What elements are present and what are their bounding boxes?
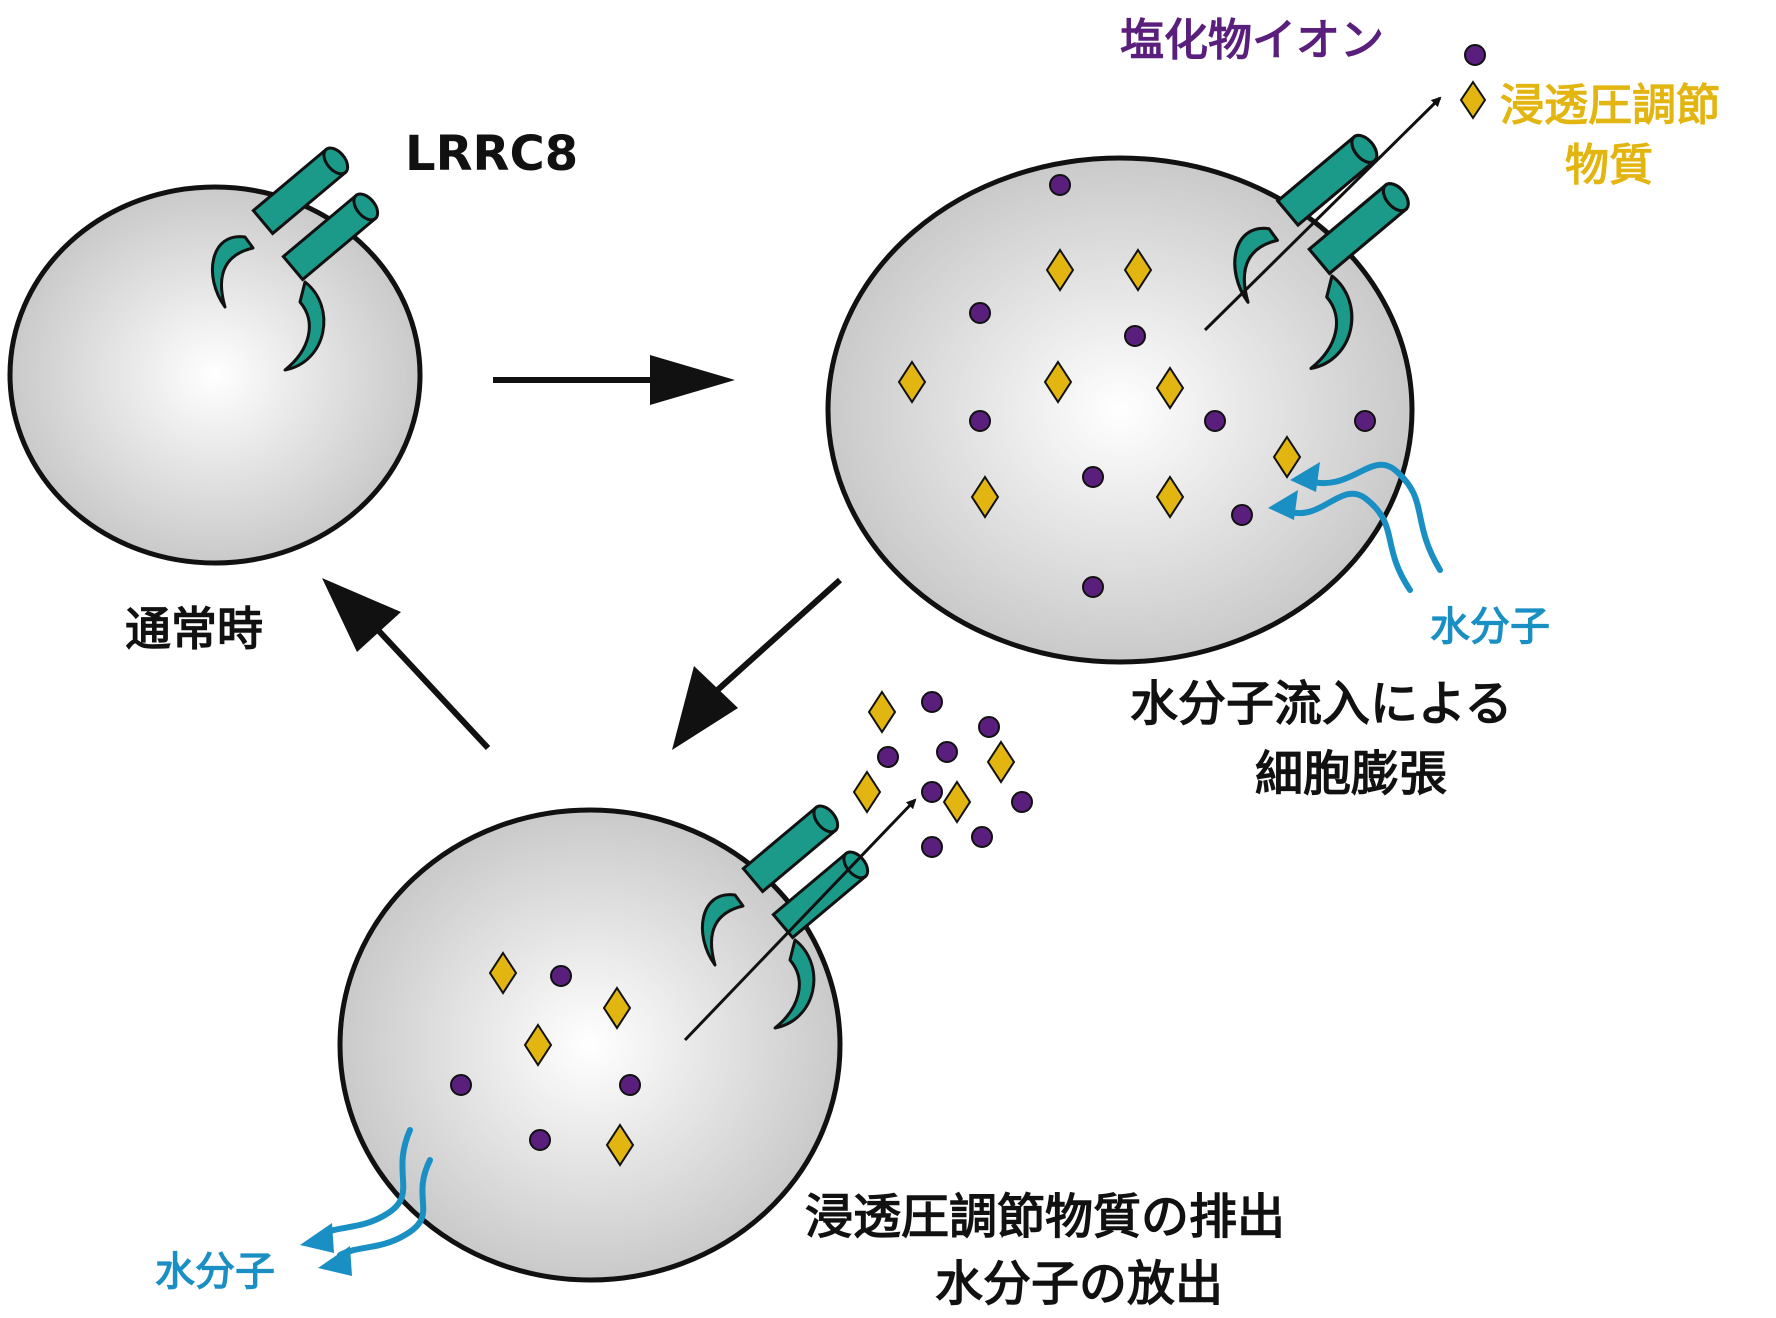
lrrc8-label: LRRC8 — [405, 126, 578, 182]
chloride-ion — [921, 836, 943, 858]
released-particles — [852, 690, 1033, 858]
releasing-cell — [300, 798, 917, 1283]
water-arrowhead — [1268, 490, 1298, 520]
arrowhead-down-left-icon — [672, 666, 738, 750]
osmolyte — [986, 740, 1016, 784]
chloride-ion — [1082, 576, 1104, 598]
normal-cell — [7, 142, 423, 566]
chloride-ion — [921, 691, 943, 713]
normal-state-label: 通常時 — [125, 602, 263, 656]
osmolyte — [602, 986, 632, 1030]
chloride-ion — [1231, 504, 1253, 526]
chloride-ion — [1354, 410, 1376, 432]
water-arrowhead — [318, 1246, 352, 1276]
efflux-arrow — [1203, 96, 1442, 332]
chloride-ion — [969, 302, 991, 324]
osmolyte — [1155, 366, 1185, 410]
osmolyte — [1045, 248, 1075, 292]
chloride-ions-remaining — [450, 965, 641, 1151]
arrowhead-up-left-icon — [322, 578, 401, 652]
cycle-arrow-swollen-to-releasing — [672, 577, 843, 750]
chloride-ion — [619, 1074, 641, 1096]
water-molecule-arrow — [337, 1157, 433, 1258]
osmolyte-legend-marker — [1459, 80, 1487, 120]
chloride-ion — [1204, 410, 1226, 432]
chloride-ion — [978, 716, 1000, 738]
swelling-label-line2: 細胞膨張 — [1255, 746, 1447, 802]
chloride-ion — [1124, 325, 1146, 347]
chloride-ions-inside — [969, 174, 1376, 598]
osmolyte — [1123, 248, 1153, 292]
chloride-ion — [1049, 174, 1071, 196]
osmolyte — [970, 475, 1000, 519]
chloride-ion — [921, 781, 943, 803]
swollen-cell — [825, 96, 1443, 665]
osmolytes-remaining — [488, 951, 635, 1167]
osmolyte-label-line2: 物質 — [1565, 140, 1653, 191]
cycle-arrow-releasing-to-normal — [322, 578, 491, 751]
chloride-ion — [550, 965, 572, 987]
water-outflow-arrowheads — [300, 1223, 352, 1276]
water-inflow-arrows — [1282, 461, 1443, 593]
water-molecule-arrow — [1302, 461, 1443, 573]
water-outflow-arrows — [317, 1127, 433, 1258]
osmolyte — [605, 1123, 635, 1167]
water-out-label: 水分子 — [155, 1249, 275, 1295]
chloride-ion — [936, 741, 958, 763]
osmolytes-inside — [897, 248, 1302, 519]
chloride-label: 塩化物イオン — [1120, 15, 1384, 66]
chloride-ion-legend-marker — [1464, 44, 1486, 66]
osmolyte — [523, 1023, 553, 1067]
water-arrowhead — [300, 1223, 334, 1253]
water-molecule-arrow — [1282, 490, 1413, 593]
water-molecule-arrow — [317, 1127, 413, 1238]
chloride-ion — [1011, 791, 1033, 813]
osmolyte — [942, 780, 972, 824]
release-arrow — [683, 798, 917, 1042]
chloride-ion — [1082, 466, 1104, 488]
chloride-ion — [450, 1074, 472, 1096]
osmolyte — [1155, 475, 1185, 519]
water-inflow-arrowheads — [1268, 462, 1320, 520]
swelling-label-line1: 水分子流入による — [1130, 676, 1513, 732]
release-label-line1: 浸透圧調節物質の排出 — [805, 1189, 1285, 1245]
chloride-ion — [877, 746, 899, 768]
arrowhead-right-icon — [650, 355, 735, 405]
cycle-arrow-normal-to-swollen — [493, 355, 735, 405]
osmolyte — [488, 951, 518, 995]
release-label-line2: 水分子の放出 — [935, 1256, 1223, 1312]
water-arrowhead — [1290, 462, 1320, 492]
osmolyte — [897, 360, 927, 404]
swollen-cell-membrane — [825, 155, 1415, 665]
osmolyte — [1272, 435, 1302, 479]
osmolyte — [867, 690, 897, 734]
normal-cell-membrane — [7, 184, 423, 566]
water-in-label: 水分子 — [1430, 604, 1550, 650]
osmolyte — [1043, 360, 1073, 404]
chloride-ion — [529, 1129, 551, 1151]
chloride-ion — [971, 826, 993, 848]
chloride-ion — [969, 410, 991, 432]
osmolyte-label-line1: 浸透圧調節 — [1500, 80, 1720, 131]
osmolyte — [852, 770, 882, 814]
